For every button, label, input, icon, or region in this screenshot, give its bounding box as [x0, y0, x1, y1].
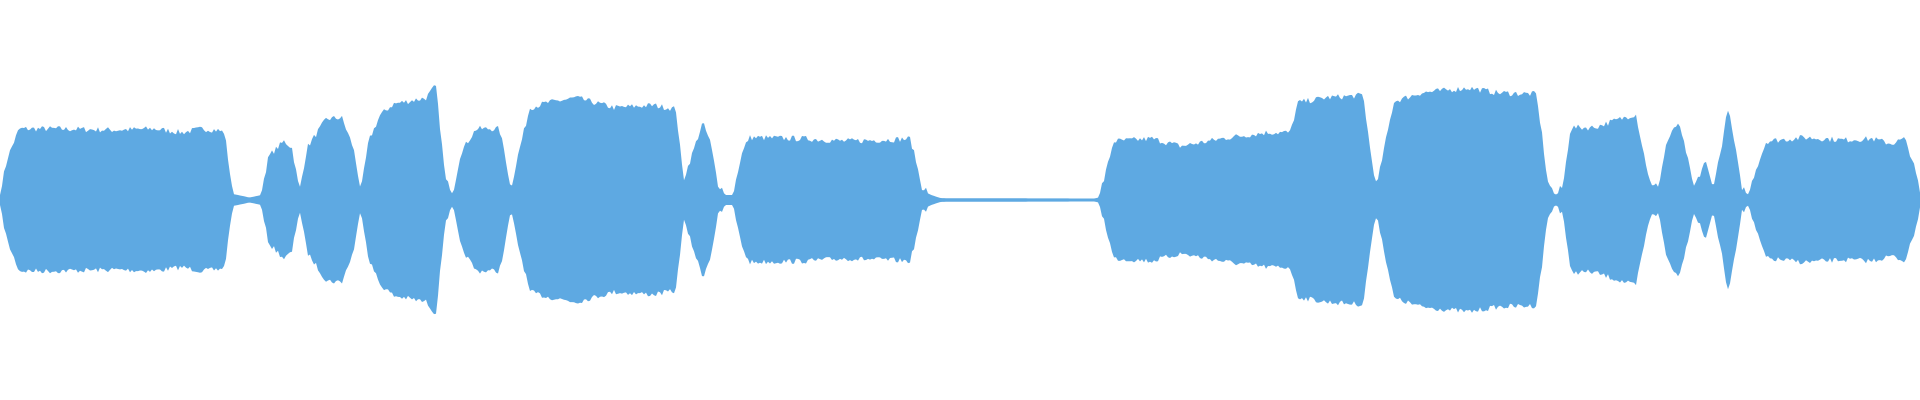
waveform-graphic — [0, 85, 1920, 315]
audio-waveform-view — [0, 85, 1920, 315]
